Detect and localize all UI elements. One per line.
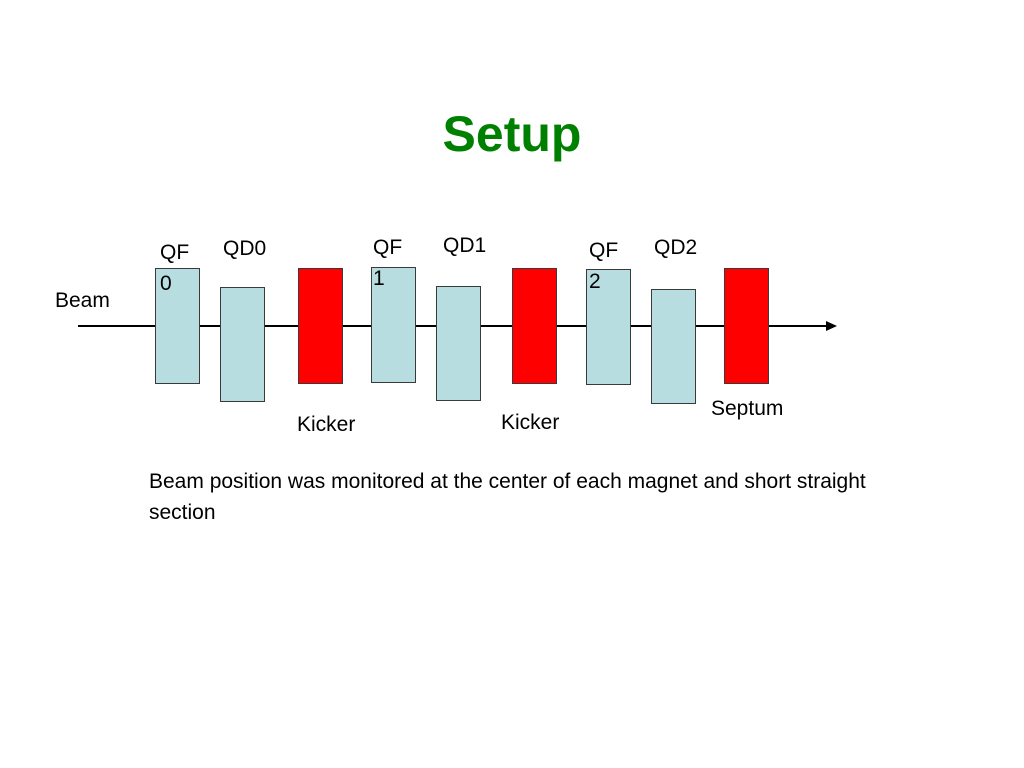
- label-septum: Septum: [711, 397, 784, 420]
- magnet-kicker-1: [298, 268, 343, 384]
- label-qf0: QF0: [160, 241, 190, 295]
- label-qd1: QD1: [443, 234, 487, 257]
- magnet-qd0: [220, 287, 265, 402]
- magnet-qf2: [586, 269, 631, 385]
- label-kicker-2: Kicker: [501, 411, 560, 434]
- label-qf2: QF2: [589, 239, 619, 293]
- magnet-qd1: [436, 286, 481, 401]
- label-qd0: QD0: [223, 237, 267, 260]
- magnet-septum: [724, 268, 769, 384]
- label-kicker-1: Kicker: [297, 413, 356, 436]
- magnet-qf1: [371, 267, 416, 383]
- magnet-qf0: [155, 268, 200, 384]
- beam-label: Beam: [55, 289, 110, 312]
- magnet-kicker-2: [512, 268, 557, 384]
- label-qf1: QF1: [373, 236, 403, 290]
- note-text: Beam position was monitored at the cente…: [149, 470, 866, 524]
- beam-arrow-icon: [826, 321, 837, 331]
- label-qd2: QD2: [654, 236, 698, 259]
- magnet-qd2: [651, 289, 696, 404]
- slide-title: Setup: [442, 106, 582, 162]
